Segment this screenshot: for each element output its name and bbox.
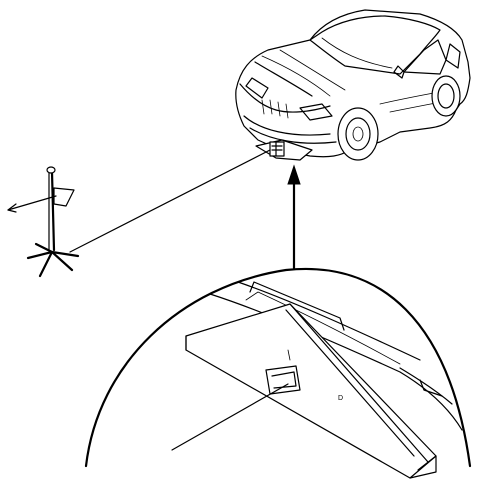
tripod-target-stand [7,166,80,278]
detail-magnifier: D [84,267,472,479]
detail-arrow [287,164,301,270]
slot-mark-label: D [338,395,343,402]
alignment-line [69,149,271,253]
car-illustration [235,9,471,161]
